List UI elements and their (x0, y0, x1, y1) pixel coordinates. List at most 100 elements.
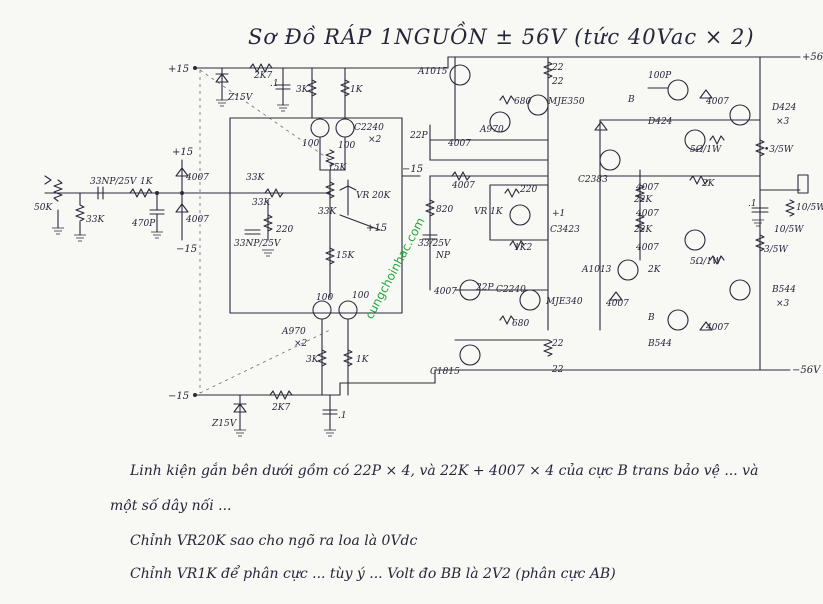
label-r33k-in: 33K (86, 215, 105, 225)
label-a1013: A1013 (581, 265, 612, 275)
rail-neg15-mid: −15 (176, 244, 197, 255)
label-r820: 820 (436, 205, 453, 215)
label-r680-b: 680 (512, 319, 529, 329)
label-c33np: 33NP/25V (90, 177, 138, 187)
label-r5-1w-b: 5Ω/1W (690, 257, 722, 267)
label-r22-d: 22 (551, 365, 564, 375)
label-x3-top: ×3 (776, 117, 790, 127)
label-r2k-b: 2K (647, 265, 662, 275)
label-r680-a: 680 (514, 97, 531, 107)
label-r100-d: 100 (352, 291, 369, 301)
label-d424-a: D424 (771, 103, 797, 113)
label-d424-b: D424 (647, 117, 673, 127)
label-z15-bot: Z15V (211, 419, 238, 429)
label-r10-5w-a: 10/5W (796, 203, 823, 213)
label-r1k-b: 1K (356, 355, 370, 365)
label-c100p: 100P (648, 71, 672, 81)
rail-regulators (193, 63, 338, 437)
input-network (44, 159, 231, 242)
label-r33k-b: 33K (252, 198, 271, 208)
label-c33np-b: 33NP/25V (234, 239, 282, 249)
label-x3-bot: ×3 (776, 299, 790, 309)
label-np: NP (435, 251, 451, 261)
label-r100-c: 100 (316, 293, 333, 303)
notes: Linh kiện gắn bên dưới gồm có 22P × 4, v… (110, 461, 758, 582)
label-mje340: MJE340 (545, 297, 583, 307)
note-line-3: Chỉnh VR20K sao cho ngõ ra loa là 0Vdc (130, 532, 418, 549)
label-r1k-a: 1K (350, 85, 364, 95)
rail-pos56: +56V (802, 52, 823, 63)
label-d4007-g: 4007 (635, 243, 659, 253)
label-r2k-top: 2K (701, 179, 716, 189)
label-mje350: MJE350 (547, 97, 585, 107)
label-a1015: A1015 (417, 67, 448, 77)
label-r15k-b: 15K (336, 251, 355, 261)
label-r3-5w-b: 3/5W (764, 245, 788, 255)
label-vr1k: VR 1K (474, 207, 504, 217)
label-r3k-a: 3K (296, 85, 310, 95)
label-a970-top: A970 (479, 125, 504, 135)
label-d4007-top: 4007 (705, 97, 729, 107)
label-c1815: C1815 (430, 367, 460, 377)
label-b-bot: B (647, 313, 655, 323)
differential-pair (229, 67, 421, 396)
label-z15-top: Z15V (227, 93, 254, 103)
label-d4007-e: 4007 (635, 183, 659, 193)
label-x2-top: ×2 (368, 135, 382, 145)
label-d4007-b: 4007 (185, 173, 209, 183)
label-r22-a: 22 (551, 63, 564, 73)
label-r22k-b: 22K (633, 225, 653, 235)
label-r5-1w-top: 5Ω/1W (690, 145, 722, 155)
label-c33-25v: 33/25V (418, 239, 452, 249)
label-c1-mid: +1 (552, 209, 565, 219)
label-d4007-c: 4007 (185, 215, 209, 225)
label-vr20k: VR 20K (356, 191, 392, 201)
label-r10-5w-b: 10/5W (774, 225, 804, 235)
label-c2240-b: C2240 (496, 285, 526, 295)
rail-wires (194, 56, 801, 396)
label-c470p: 470P (131, 219, 156, 229)
note-line-2: một số dây nối ... (110, 497, 232, 514)
label-r22-b: 22 (551, 77, 564, 87)
label-r1k-in: 1K (140, 177, 154, 187)
rail-neg56: −56V (792, 365, 822, 376)
labels: Sơ Đồ RÁP 1NGUỒN ± 56V (tức 40Vac × 2) +… (34, 22, 823, 429)
rail-pos15-vr: +15 (366, 223, 387, 234)
label-c22p-a: 22P (409, 131, 428, 141)
label-r100-b: 100 (338, 141, 355, 151)
label-d4007-i: 4007 (605, 299, 629, 309)
label-c1-top: .1 (270, 79, 279, 89)
label-c1-out: .1 (748, 199, 757, 209)
rail-neg15-mid2: −15 (402, 164, 423, 175)
label-r33k-fb: 33K (246, 173, 265, 183)
label-r2k7-bot: 2K7 (271, 403, 290, 413)
label-r2k7-top: 2K7 (253, 71, 272, 81)
label-c1-bot: .1 (338, 411, 347, 421)
label-r15k-a: 15K (328, 163, 347, 173)
label-r3k-b: 3K (306, 355, 320, 365)
label-b544-b: B544 (771, 285, 796, 295)
label-c3423: C3423 (550, 225, 580, 235)
label-b-top: B (627, 95, 635, 105)
diagram-title: Sơ Đồ RÁP 1NGUỒN ± 56V (tức 40Vac × 2) (248, 22, 755, 49)
label-d4007-j: 4007 (705, 323, 729, 333)
label-c22p-b: 22P (475, 283, 494, 293)
rail-neg15-bottom: −15 (168, 391, 189, 402)
label-d4007-d: 4007 (451, 181, 475, 191)
label-r3-5w-top: •3/5W (764, 145, 794, 155)
label-r22k-a: 22K (633, 195, 653, 205)
label-b544-a: B544 (647, 339, 672, 349)
note-line-1: Linh kiện gắn bên dưới gồm có 22P × 4, v… (129, 461, 758, 479)
label-d4007-a: 4007 (447, 139, 471, 149)
label-d4007-f: 4007 (635, 209, 659, 219)
label-c2240-top: C2240 (354, 123, 384, 133)
label-d4007-h: 4007 (433, 287, 457, 297)
rail-pos15-top: +15 (168, 64, 189, 75)
label-r100-a: 100 (302, 139, 319, 149)
label-r220: 220 (275, 225, 293, 235)
note-line-4: Chỉnh VR1K để phân cực ... tùy ý ... Vol… (130, 564, 616, 582)
label-r1k2: 1K2 (514, 243, 532, 253)
label-c2383: C2383 (578, 175, 608, 185)
